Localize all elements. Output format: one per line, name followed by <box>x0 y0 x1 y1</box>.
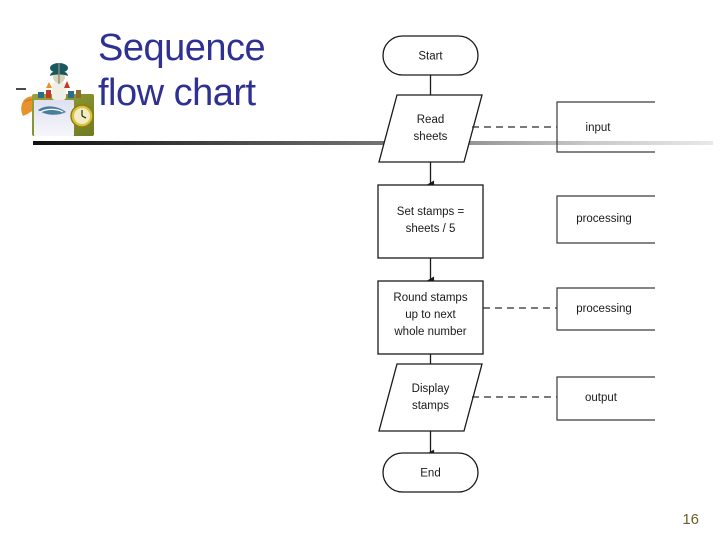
page-title: Sequence flow chart <box>98 27 266 114</box>
flow-node-display-stamps-label-line2: stamps <box>412 400 449 412</box>
page-number: 16 <box>682 511 699 528</box>
flow-node-read-sheets-label-line1: Read <box>417 114 445 126</box>
flow-node-read-sheets-label-line2: sheets <box>414 131 448 143</box>
flow-node-set-stamps-label-line2: sheets / 5 <box>406 223 456 235</box>
flow-node-round-stamps-label-line3: whole number <box>393 326 466 338</box>
flow-node-display-stamps[interactable]: Display stamps <box>378 363 483 432</box>
annotation-box-input-label: input <box>586 122 612 134</box>
annotation-box-processing-2-label: processing <box>576 303 632 315</box>
annotation-box-processing-2[interactable]: processing <box>556 287 655 331</box>
annotation-box-processing-1-label: processing <box>576 213 632 225</box>
flow-node-display-stamps-label-line1: Display <box>412 383 450 395</box>
office-desk-clipart <box>16 63 94 136</box>
flow-node-end-label: End <box>420 468 440 480</box>
flow-node-set-stamps-label-line1: Set stamps = <box>397 206 465 218</box>
flow-node-round-stamps-label-line2: up to next <box>405 309 456 321</box>
title-underline-divider <box>33 141 713 145</box>
annotation-box-processing-1[interactable]: processing <box>556 195 655 244</box>
flow-node-read-sheets[interactable]: Read sheets <box>378 94 483 163</box>
annotation-box-output[interactable]: output <box>556 376 655 421</box>
flow-node-start-label: Start <box>418 51 443 63</box>
annotation-box-output-label: output <box>585 392 618 404</box>
flow-node-end[interactable]: End <box>382 452 479 493</box>
flow-node-start[interactable]: Start <box>382 35 479 76</box>
flow-node-round-stamps[interactable]: Round stamps up to next whole number <box>377 280 484 355</box>
flow-node-set-stamps[interactable]: Set stamps = sheets / 5 <box>377 184 484 259</box>
flow-node-round-stamps-label-line1: Round stamps <box>393 292 467 304</box>
annotation-box-input[interactable]: input <box>556 101 655 153</box>
